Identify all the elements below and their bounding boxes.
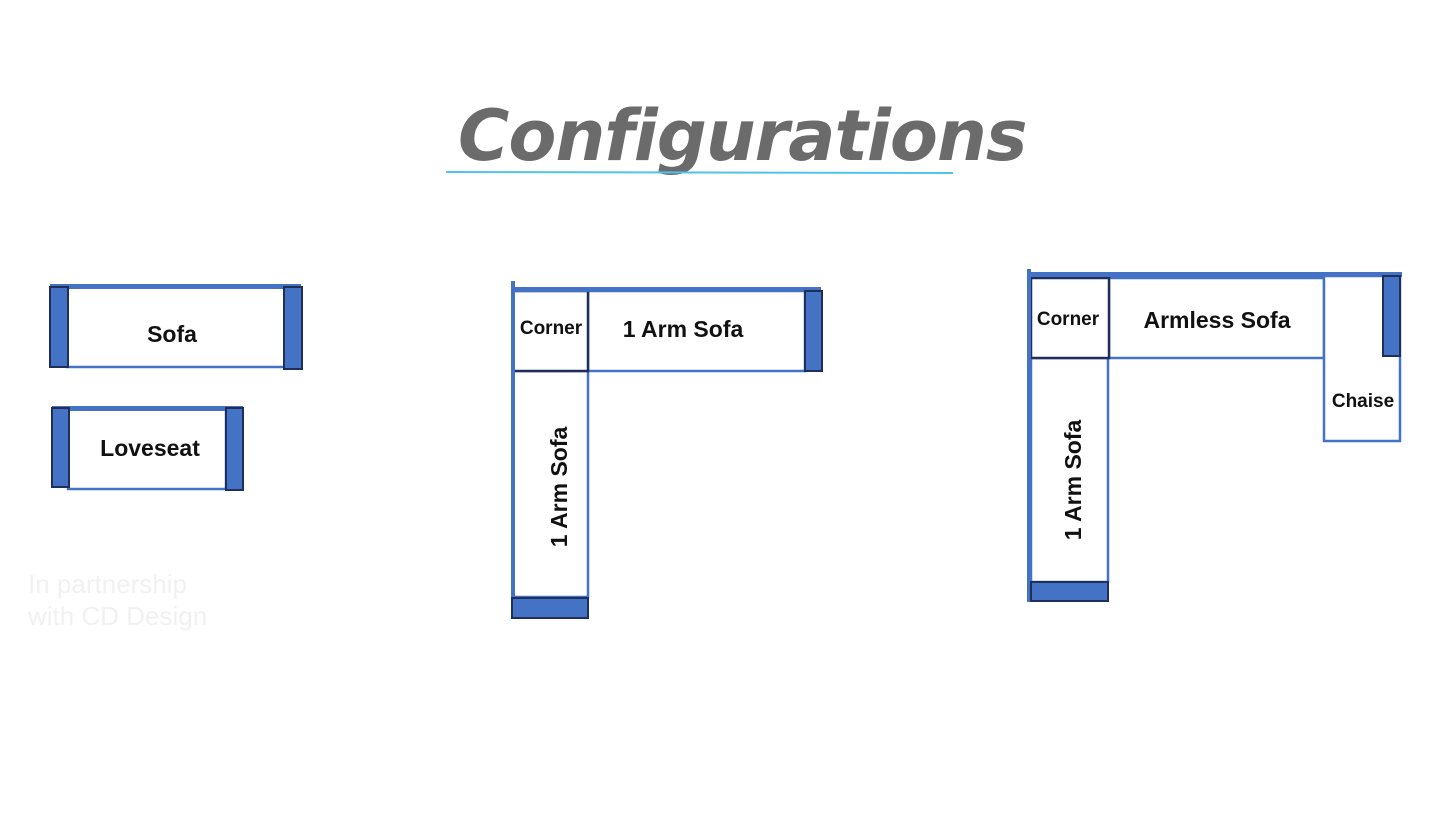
l-one-arm-sofa-v (511, 369, 590, 599)
page-title: Configurations (458, 95, 1027, 177)
watermark-line-1: In partnership (28, 569, 187, 599)
sofa-back (50, 284, 301, 289)
u-corner-label: Corner (1037, 309, 1100, 330)
config-sofa: Sofa (49, 284, 303, 370)
l-arm-right (804, 290, 823, 372)
u-back-left (1027, 269, 1031, 602)
l-one-arm-sofa-v-label: 1 Arm Sofa (546, 427, 572, 548)
loveseat-arm-left (51, 407, 70, 488)
u-one-arm-sofa-v-label: 1 Arm Sofa (1060, 420, 1086, 541)
sofa-arm-left (49, 286, 69, 368)
loveseat-back (52, 406, 243, 411)
u-armless-sofa-label: Armless Sofa (1143, 307, 1290, 333)
l-back-left (511, 281, 515, 599)
config-l-sectional: Corner 1 Arm Sofa 1 Arm Sofa (511, 281, 823, 619)
l-corner (511, 289, 590, 373)
config-u-sectional-chaise: Corner Armless Sofa Chaise 1 Arm Sofa (1027, 269, 1402, 602)
watermark-line-2: with CD Design (27, 601, 207, 631)
sofa-label: Sofa (147, 321, 197, 347)
sofa-arm-right (283, 286, 303, 370)
loveseat-label: Loveseat (100, 435, 200, 461)
config-loveseat: Loveseat (51, 406, 244, 491)
u-arm-bottom (1030, 581, 1109, 602)
l-one-arm-sofa-h-label: 1 Arm Sofa (623, 316, 744, 342)
loveseat-body (66, 407, 228, 491)
l-arm-bottom (511, 597, 589, 619)
l-corner-label: Corner (520, 318, 583, 339)
l-back-top (512, 287, 821, 292)
sofa-body (65, 285, 287, 369)
title-underline (445, 171, 954, 174)
u-back-top (1029, 272, 1402, 277)
u-chaise-label: Chaise (1332, 391, 1394, 412)
loveseat-arm-right (225, 407, 244, 491)
u-arm-chaise (1382, 275, 1401, 357)
